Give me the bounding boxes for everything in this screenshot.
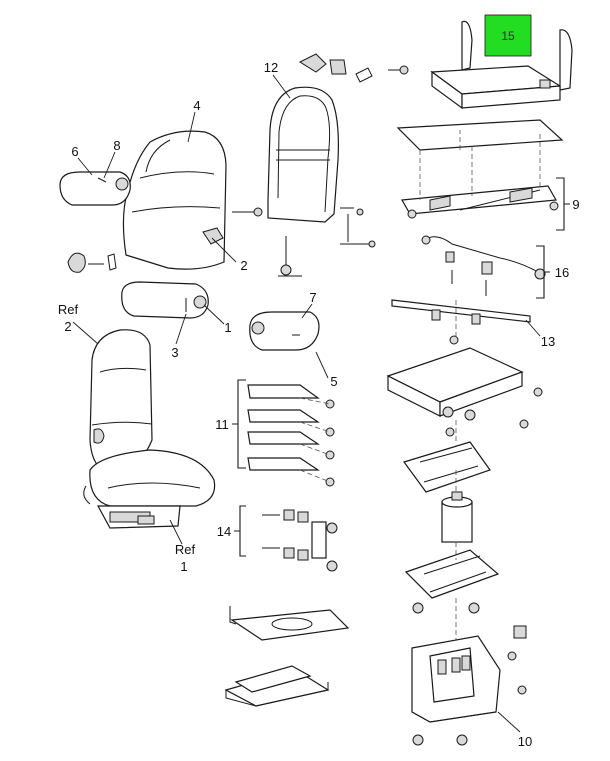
callout-5: 5 [330,374,337,389]
base-plate-lower[interactable] [224,665,330,707]
air-spring[interactable] [441,491,473,543]
scissor-linkage-lower[interactable] [404,549,500,614]
suspension-base[interactable] [411,625,527,746]
shock-absorber-kit[interactable] [262,509,338,572]
callout-16: 16 [555,265,569,280]
release-lever-assembly[interactable] [421,235,546,296]
callout-12: 12 [264,60,278,75]
callout-2b: 2 [64,319,71,334]
base-plate-upper[interactable] [229,606,350,641]
leader-lines [72,74,541,733]
callout-9: 9 [572,197,579,212]
callout-ref-a: Ref [58,302,79,317]
highlight-box [484,14,532,57]
armrest-cushion[interactable] [121,281,209,319]
slide-rail-assembly[interactable] [396,119,564,219]
callout-2: 2 [240,258,247,273]
callout-3: 3 [171,345,178,360]
seat-back-cushion[interactable] [122,130,227,270]
adjust-knob[interactable] [67,252,117,273]
alignment-lines [299,130,461,640]
highlight-part-15[interactable]: 15 [484,14,532,57]
callout-4: 4 [193,98,200,113]
suspension-top-bracket[interactable] [386,335,543,437]
complete-seat-assembly[interactable] [83,329,216,529]
tension-rods[interactable] [247,384,335,487]
group-brackets [232,177,570,557]
callout-13: 13 [541,334,555,349]
callout-15: 15 [501,29,515,43]
callout-7: 7 [309,290,316,305]
callout-1b: 1 [180,559,187,574]
back-frame-assembly[interactable] [267,53,409,223]
callout-labels: 4 6 8 2 1 3 Ref 2 Ref 1 12 7 5 11 14 9 1… [58,60,580,749]
frame-hardware[interactable] [232,207,376,277]
callout-8: 8 [113,138,120,153]
callout-ref-b: Ref [175,542,196,557]
callout-6: 6 [71,144,78,159]
callout-10: 10 [518,734,532,749]
callout-11: 11 [215,417,229,432]
side-bolster-pad[interactable] [59,171,131,206]
seat-pan-frame[interactable] [430,20,573,110]
cross-bar[interactable] [391,299,531,325]
armrest-right[interactable] [249,311,320,351]
callout-1: 1 [224,320,231,335]
scissor-linkage-upper[interactable] [403,441,491,493]
callout-14: 14 [217,524,231,539]
